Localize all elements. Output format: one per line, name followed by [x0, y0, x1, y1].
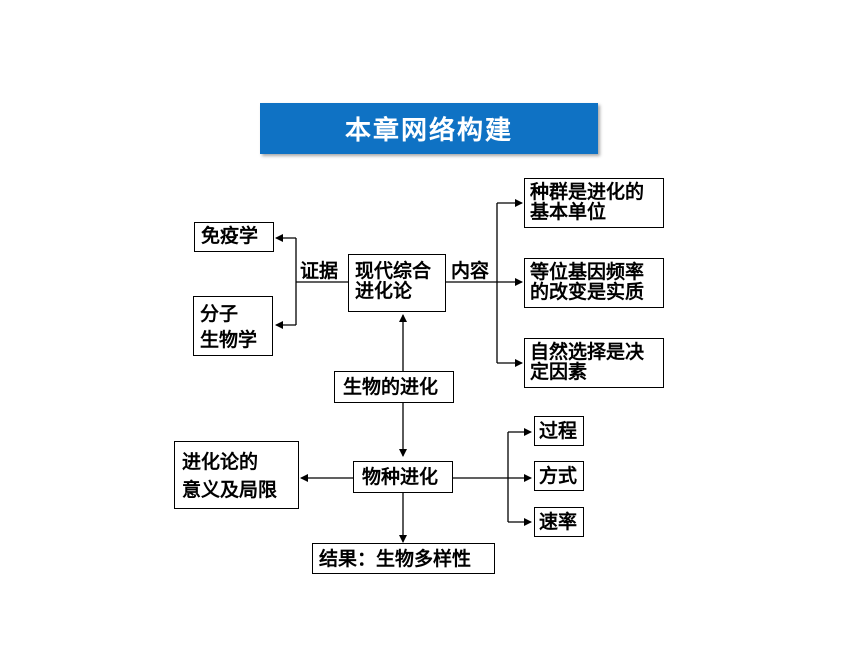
evidence-label: 证据 [300, 260, 339, 282]
modern-synthesis-line2: 进化论 [355, 280, 413, 302]
significance-line1: 进化论的 [182, 451, 259, 473]
allele-frequency-box: 等位基因频率 的改变是实质 [524, 258, 664, 308]
modern-synthesis-box: 现代综合 进化论 [348, 254, 446, 312]
process-text: 过程 [539, 420, 578, 442]
content-label: 内容 [451, 260, 490, 282]
mode-box: 方式 [534, 461, 584, 491]
molecular-biology-box: 分子 生物学 [193, 296, 273, 356]
significance-box: 进化论的 意义及局限 [174, 441, 299, 509]
population-unit-box: 种群是进化的 基本单位 [524, 178, 664, 228]
population-unit-line1: 种群是进化的 [530, 181, 645, 203]
immunology-box: 免疫学 [194, 222, 274, 252]
result-box: 结果：生物多样性 [312, 543, 495, 574]
biological-evolution-box: 生物的进化 [334, 371, 454, 403]
species-evolution-box: 物种进化 [353, 461, 453, 493]
population-unit-line2: 基本单位 [530, 201, 607, 223]
process-box: 过程 [534, 416, 584, 446]
significance-line2: 意义及局限 [182, 479, 278, 501]
allele-frequency-line1: 等位基因频率 [530, 261, 645, 283]
natural-selection-line1: 自然选择是决 [530, 341, 645, 363]
modern-synthesis-line1: 现代综合 [355, 260, 432, 282]
rate-text: 速率 [539, 511, 578, 533]
immunology-text: 免疫学 [201, 225, 259, 247]
allele-frequency-line2: 的改变是实质 [530, 281, 645, 303]
biological-evolution-text: 生物的进化 [343, 376, 439, 398]
natural-selection-box: 自然选择是决 定因素 [524, 338, 664, 388]
species-evolution-text: 物种进化 [362, 466, 439, 488]
molecular-biology-line1: 分子 [200, 303, 239, 325]
rate-box: 速率 [534, 507, 584, 537]
title-banner: 本章网络构建 [260, 103, 598, 154]
result-text: 结果：生物多样性 [319, 548, 472, 570]
mode-text: 方式 [539, 465, 578, 487]
natural-selection-line2: 定因素 [530, 361, 588, 383]
molecular-biology-line2: 生物学 [200, 329, 258, 351]
